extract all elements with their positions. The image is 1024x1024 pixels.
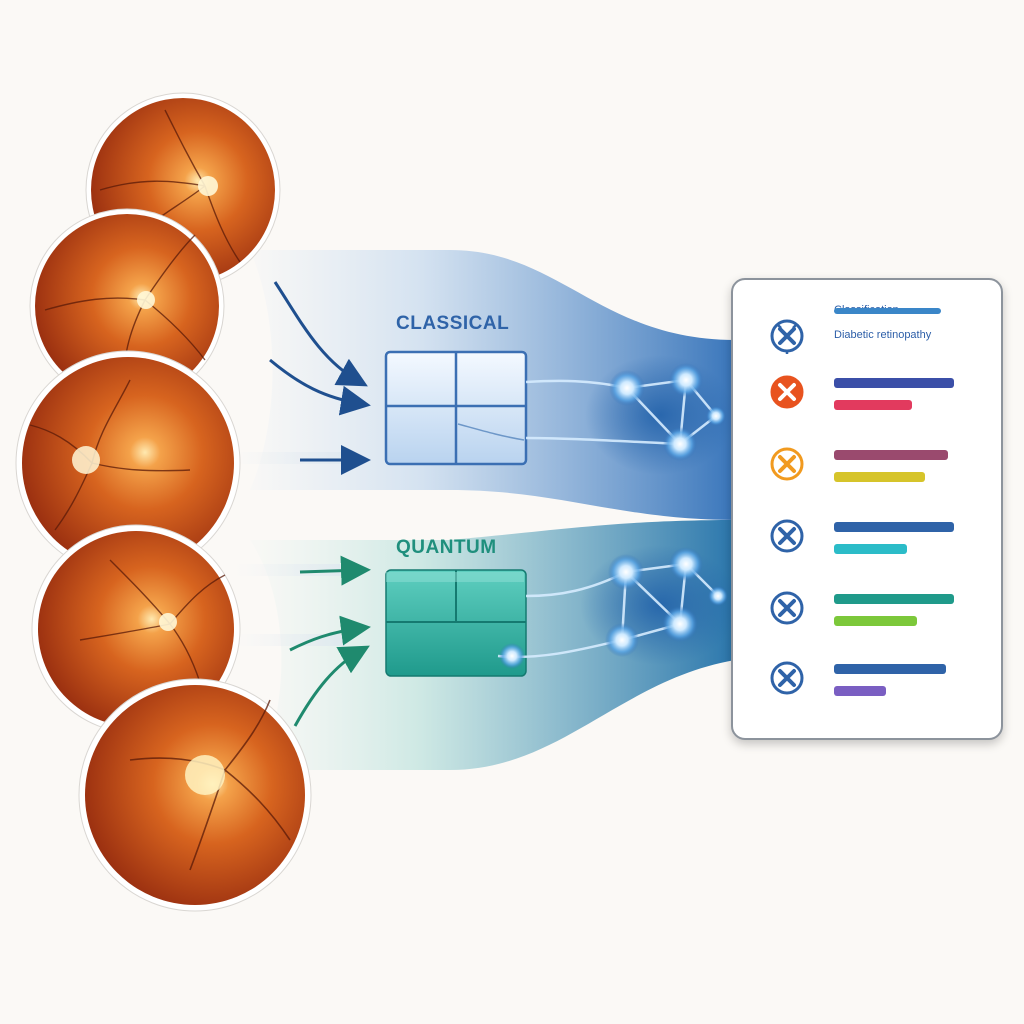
classical-processing-block — [384, 350, 528, 466]
quantum-label: QUANTUM — [396, 537, 497, 558]
node — [708, 586, 728, 606]
node — [662, 606, 698, 642]
arrow-2 — [269, 358, 371, 416]
result-bar-secondary — [834, 472, 925, 482]
arrow-1 — [273, 281, 368, 387]
result-bar-primary — [834, 450, 948, 460]
node — [669, 547, 703, 581]
node — [706, 406, 726, 426]
result-bar-primary — [834, 522, 954, 532]
input-streaks — [230, 452, 350, 646]
fundus-image-2 — [29, 208, 225, 404]
result-row — [733, 434, 1001, 494]
classical-arrows — [269, 281, 371, 475]
result-row — [733, 506, 1001, 566]
orange-x-icon — [770, 447, 804, 481]
result-bar-secondary — [834, 616, 917, 626]
result-row — [733, 578, 1001, 638]
red-x-icon — [770, 375, 804, 409]
quantum-arrows — [289, 555, 371, 727]
fundus-image-3 — [15, 350, 241, 576]
node — [669, 363, 703, 397]
blue-x-icon — [770, 319, 804, 354]
node — [609, 370, 645, 406]
results-panel: Classification Diabetic retinopathy — [731, 278, 1003, 740]
blue-x-icon — [770, 591, 804, 625]
blue-x-icon — [770, 519, 804, 553]
blue-x-icon — [770, 661, 804, 695]
result-bar-primary — [834, 378, 954, 388]
result-row — [733, 648, 1001, 708]
node — [608, 554, 644, 590]
result-bar-primary — [834, 664, 946, 674]
node — [605, 623, 639, 657]
classical-label: CLASSICAL — [396, 313, 510, 334]
arrow-4 — [299, 555, 371, 586]
fundus-image-5 — [78, 678, 312, 912]
result-sublabel: Diabetic retinopathy — [834, 329, 932, 341]
quantum-processing-block — [385, 569, 527, 677]
quantum-network — [497, 545, 740, 669]
arrow-5 — [289, 615, 371, 652]
result-bar-secondary — [834, 544, 907, 554]
result-bar-primary — [834, 594, 954, 604]
result-row: Classification Diabetic retinopathy — [733, 304, 1001, 366]
arrow-6 — [293, 645, 370, 727]
node — [663, 427, 697, 461]
result-bar-secondary — [834, 400, 912, 410]
result-row — [733, 362, 1001, 422]
result-bar-secondary — [834, 686, 886, 696]
node — [499, 643, 525, 669]
result-bar-primary — [834, 308, 941, 314]
classical-network — [525, 355, 735, 475]
